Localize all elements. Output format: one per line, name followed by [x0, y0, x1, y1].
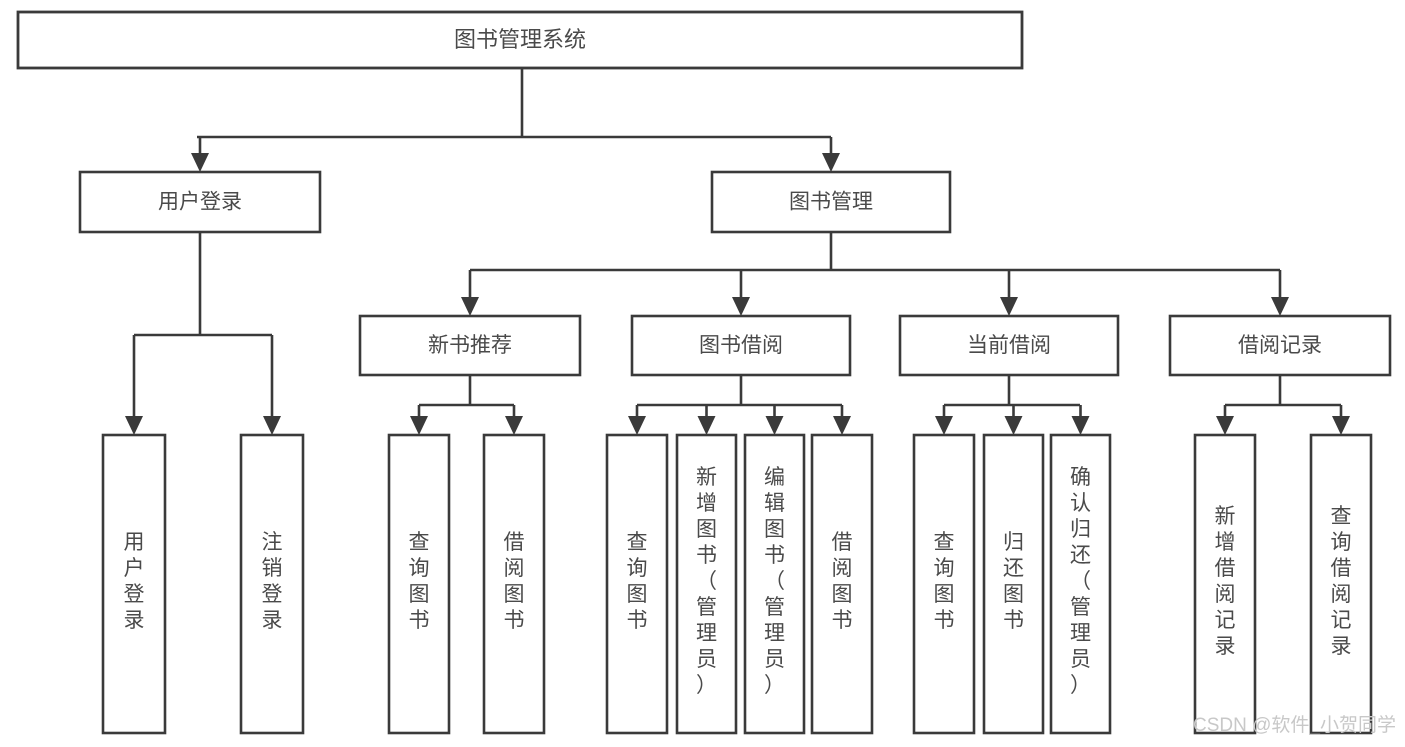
node-box-leaf-query-book-2[interactable]: [605, 433, 669, 735]
node-book-borrow[interactable]: 图书借阅: [630, 314, 852, 377]
node-label-new-book-recommend: 新书推荐: [428, 334, 512, 357]
node-leaf-add-record[interactable]: 新增借阅记录: [1193, 433, 1257, 735]
node-label-book-manage: 图书管理: [789, 191, 873, 214]
node-box-current-borrow[interactable]: [898, 314, 1120, 377]
node-box-new-book-recommend[interactable]: [358, 314, 582, 377]
connector-layer: [125, 68, 1350, 435]
node-box-leaf-query-book-1[interactable]: [387, 433, 451, 735]
node-label-leaf-query-record: 查询借阅记录: [1331, 505, 1352, 658]
node-label-root: 图书管理系统: [454, 27, 586, 52]
node-leaf-borrow-book-2[interactable]: 借阅图书: [810, 433, 874, 735]
node-label-leaf-query-book-2: 查询图书: [627, 531, 648, 632]
node-box-book-manage[interactable]: [710, 170, 952, 234]
node-box-leaf-query-book-3[interactable]: [912, 433, 976, 735]
edge-to-leaf-add-record-arrowhead: [1216, 416, 1234, 435]
node-label-leaf-confirm-return: 确认归还（管理员）: [1070, 466, 1091, 697]
node-box-leaf-add-record[interactable]: [1193, 433, 1257, 735]
edge-to-leaf-borrow-book-1-arrowhead: [505, 416, 523, 435]
node-box-leaf-add-book[interactable]: [675, 433, 738, 735]
node-book-manage[interactable]: 图书管理: [710, 170, 952, 234]
node-root[interactable]: 图书管理系统: [16, 10, 1024, 70]
node-label-current-borrow: 当前借阅: [967, 334, 1051, 357]
node-label-leaf-add-record: 新增借阅记录: [1215, 505, 1236, 658]
node-box-borrow-record[interactable]: [1168, 314, 1392, 377]
edge-to-leaf-query-book-3-arrowhead: [935, 416, 953, 435]
node-box-leaf-confirm-return[interactable]: [1049, 433, 1112, 735]
node-leaf-confirm-return[interactable]: 确认归还（管理员）: [1049, 433, 1112, 735]
node-leaf-edit-book[interactable]: 编辑图书（管理员）: [743, 433, 806, 735]
node-label-leaf-return-book: 归还图书: [1003, 531, 1024, 632]
edge-to-leaf-query-record-arrowhead: [1332, 416, 1350, 435]
node-box-book-borrow[interactable]: [630, 314, 852, 377]
node-box-leaf-user-login[interactable]: [101, 433, 167, 735]
edge-to-leaf-add-book-arrowhead: [697, 416, 716, 435]
node-label-borrow-record: 借阅记录: [1238, 334, 1322, 357]
node-box-root[interactable]: [16, 10, 1024, 70]
edge-to-leaf-borrow-book-2-arrowhead: [833, 416, 851, 435]
node-leaf-borrow-book-1[interactable]: 借阅图书: [482, 433, 546, 735]
edge-to-user-login-arrowhead: [191, 153, 209, 172]
node-box-leaf-edit-book[interactable]: [743, 433, 806, 735]
node-leaf-query-book-2[interactable]: 查询图书: [605, 433, 669, 735]
watermark-label: CSDN @软件_小贺同学: [1193, 714, 1396, 736]
node-label-leaf-borrow-book-1: 借阅图书: [504, 531, 525, 632]
edge-to-leaf-confirm-return-arrowhead: [1071, 416, 1090, 435]
edge-to-current-borrow-arrowhead: [1000, 297, 1018, 316]
node-leaf-user-login[interactable]: 用户登录: [101, 433, 167, 735]
edge-to-leaf-edit-book-arrowhead: [765, 416, 784, 435]
node-label-leaf-user-login: 用户登录: [124, 531, 145, 632]
node-label-leaf-query-book-3: 查询图书: [934, 531, 955, 632]
node-leaf-add-book[interactable]: 新增图书（管理员）: [675, 433, 738, 735]
edge-to-leaf-query-book-1-arrowhead: [410, 416, 428, 435]
node-leaf-logout-login[interactable]: 注销登录: [239, 433, 305, 735]
node-layer: 图书管理系统用户登录图书管理新书推荐图书借阅当前借阅借阅记录用户登录注销登录查询…: [16, 10, 1392, 735]
node-label-leaf-borrow-book-2: 借阅图书: [832, 531, 853, 632]
node-box-leaf-borrow-book-1[interactable]: [482, 433, 546, 735]
node-leaf-query-record[interactable]: 查询借阅记录: [1309, 433, 1373, 735]
node-user-login[interactable]: 用户登录: [78, 170, 322, 234]
edge-to-new-book-recommend-arrowhead: [461, 297, 479, 316]
node-box-leaf-logout-login[interactable]: [239, 433, 305, 735]
node-label-user-login: 用户登录: [158, 191, 242, 214]
node-label-leaf-query-book-1: 查询图书: [409, 531, 430, 632]
node-box-leaf-query-record[interactable]: [1309, 433, 1373, 735]
edge-to-leaf-user-login-arrowhead: [125, 416, 143, 435]
node-label-leaf-edit-book: 编辑图书（管理员）: [764, 466, 785, 697]
node-box-leaf-borrow-book-2[interactable]: [810, 433, 874, 735]
node-current-borrow[interactable]: 当前借阅: [898, 314, 1120, 377]
node-leaf-return-book[interactable]: 归还图书: [982, 433, 1045, 735]
edge-to-borrow-record-arrowhead: [1271, 297, 1289, 316]
node-label-book-borrow: 图书借阅: [699, 334, 783, 357]
edge-to-book-manage-arrowhead: [822, 153, 840, 172]
node-new-book-recommend[interactable]: 新书推荐: [358, 314, 582, 377]
edge-to-leaf-query-book-2-arrowhead: [628, 416, 646, 435]
node-box-user-login[interactable]: [78, 170, 322, 234]
edge-to-book-borrow-arrowhead: [732, 297, 750, 316]
node-label-leaf-add-book: 新增图书（管理员）: [696, 466, 717, 697]
edge-to-leaf-return-book-arrowhead: [1004, 416, 1023, 435]
node-label-leaf-logout-login: 注销登录: [262, 531, 283, 632]
node-leaf-query-book-1[interactable]: 查询图书: [387, 433, 451, 735]
node-borrow-record[interactable]: 借阅记录: [1168, 314, 1392, 377]
edge-to-leaf-logout-login-arrowhead: [263, 416, 281, 435]
node-leaf-query-book-3[interactable]: 查询图书: [912, 433, 976, 735]
node-box-leaf-return-book[interactable]: [982, 433, 1045, 735]
